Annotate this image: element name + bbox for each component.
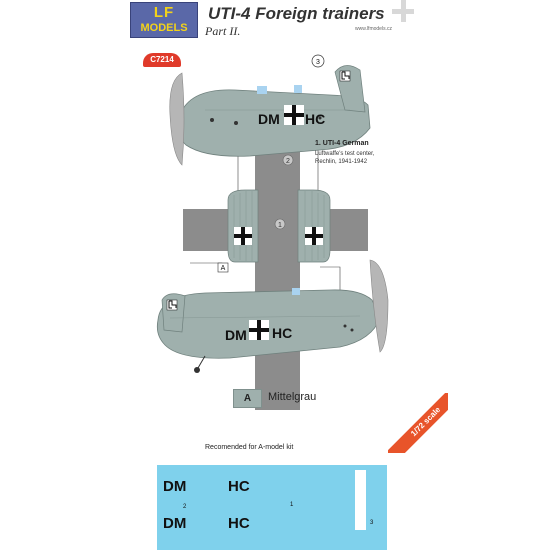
color-name-label: Mittelgrau bbox=[268, 391, 317, 403]
scale-label: 1/72 scale bbox=[388, 393, 448, 453]
decal-number-2: 2 bbox=[183, 504, 187, 510]
profile-top-code-left: DM bbox=[258, 111, 280, 127]
profile-bottom-code-right: HC bbox=[272, 325, 292, 341]
wing-cross-left-icon bbox=[234, 227, 252, 245]
svg-text:3: 3 bbox=[316, 59, 320, 66]
tail-swastika-top-icon bbox=[339, 70, 351, 82]
wing-panel-right bbox=[297, 189, 331, 263]
callout-1: 1 bbox=[274, 218, 286, 230]
website-text: www.lfmodels.cz bbox=[355, 26, 392, 32]
decal-number-1: 1 bbox=[290, 502, 294, 508]
kit-recommendation-note: Recomended for A-model kit bbox=[205, 444, 294, 451]
aircraft-profile-top bbox=[169, 65, 371, 166]
scale-ribbon: 1/72 scale bbox=[388, 393, 448, 453]
product-code-badge: C7214 bbox=[143, 53, 181, 67]
decal-row2-code-left: DM bbox=[163, 515, 187, 532]
decal-sheet bbox=[157, 465, 387, 550]
profile-top-code-right: HC bbox=[305, 111, 325, 127]
sheet-title: UTI-4 Foreign trainers bbox=[208, 4, 385, 23]
decal-row2-code-right: HC bbox=[228, 515, 250, 532]
callout-3: 3 bbox=[311, 54, 325, 68]
aircraft-number-title: 1. UTI-4 German bbox=[315, 140, 369, 147]
logo-lf-text: LF bbox=[153, 4, 175, 21]
svg-text:2: 2 bbox=[286, 158, 290, 165]
wing-cross-right-icon bbox=[305, 227, 323, 245]
decal-row1-code-left: DM bbox=[163, 478, 187, 495]
cross-watermark-icon bbox=[392, 0, 414, 22]
tail-swastika-bottom-icon bbox=[166, 299, 178, 311]
svg-text:1: 1 bbox=[278, 222, 282, 229]
callout-a: A bbox=[217, 262, 229, 273]
fuselage-cross-bottom-icon bbox=[249, 320, 269, 340]
color-swatch-a: A bbox=[233, 389, 262, 408]
callout-2: 2 bbox=[282, 154, 294, 166]
wing-panel-left bbox=[227, 189, 259, 263]
fuselage-cross-top-icon bbox=[284, 105, 304, 125]
profile-bottom-code-left: DM bbox=[225, 327, 247, 343]
aircraft-unit-info: Luftwaffe's test center, Rechlin, 1941-1… bbox=[315, 150, 405, 166]
decal-logo-strip bbox=[355, 470, 366, 530]
svg-text:A: A bbox=[221, 265, 226, 272]
decal-row1-code-right: HC bbox=[228, 478, 250, 495]
lf-models-logo: LF MODELS bbox=[130, 2, 198, 38]
sheet-subtitle: Part II. bbox=[205, 24, 241, 38]
logo-models-text: MODELS bbox=[140, 22, 188, 34]
aircraft-unit-text: Luftwaffe's test center, bbox=[315, 151, 375, 157]
decal-number-3: 3 bbox=[370, 520, 374, 526]
plan-view-background bbox=[183, 150, 368, 410]
aircraft-location-text: Rechlin, 1941-1942 bbox=[315, 159, 368, 165]
